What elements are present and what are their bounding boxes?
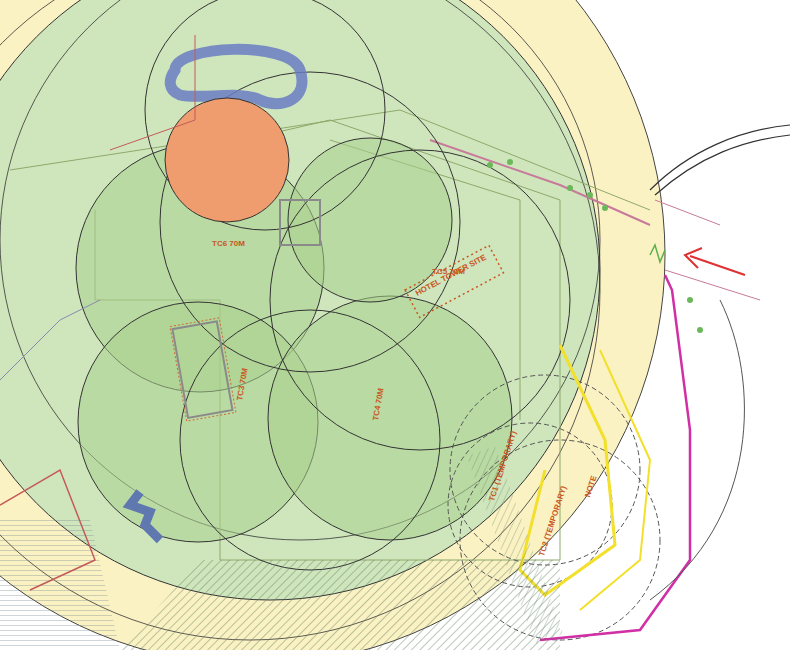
crane-label: TC6 70M: [212, 240, 245, 249]
crane-label: TC5 70M: [432, 268, 465, 277]
